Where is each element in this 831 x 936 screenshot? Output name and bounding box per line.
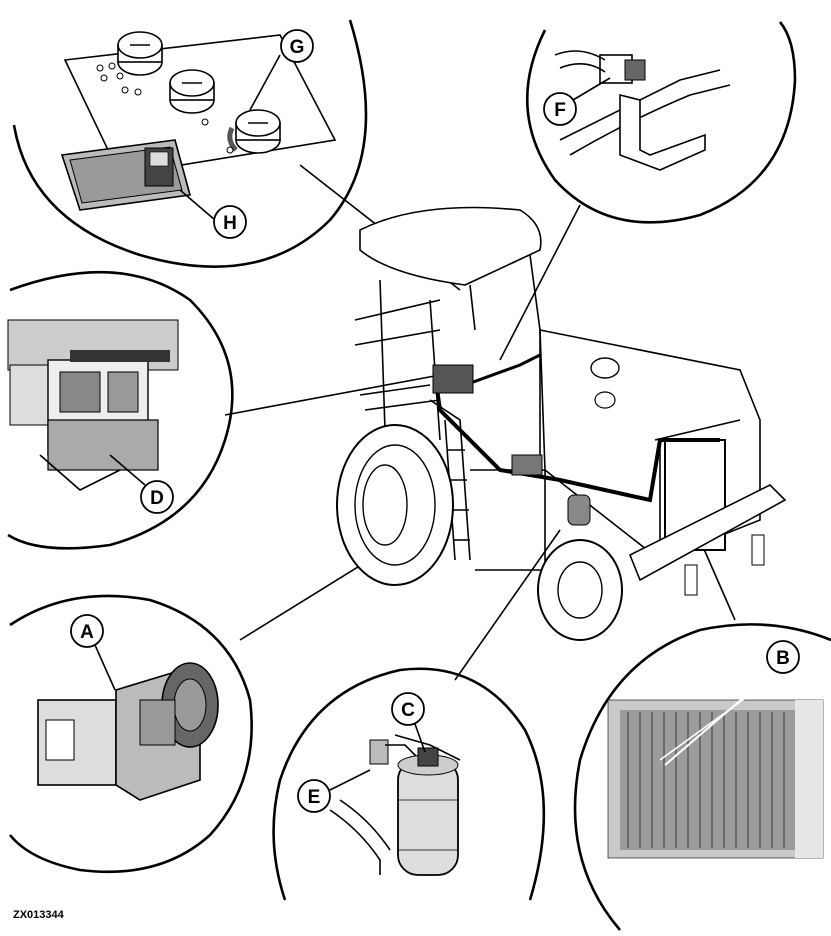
panel-indicator-dots bbox=[96, 62, 234, 154]
rocker-switch-illustration bbox=[60, 139, 192, 211]
temperature-knob-icon bbox=[117, 31, 163, 76]
callout-f-label: F bbox=[554, 100, 566, 121]
callout-h: H bbox=[179, 189, 247, 239]
callout-e: E bbox=[297, 769, 371, 813]
callout-h-label: H bbox=[223, 213, 237, 234]
detail-circle-a bbox=[8, 594, 253, 874]
callout-a-label: A bbox=[80, 622, 94, 643]
callout-f: F bbox=[543, 77, 611, 126]
pressure-switch-illustration bbox=[554, 50, 731, 171]
detail-circle-c-e bbox=[272, 667, 546, 901]
callout-a: A bbox=[70, 614, 116, 691]
callout-b-label: B bbox=[776, 648, 790, 669]
callout-c: C bbox=[391, 692, 426, 753]
mode-knob-icon bbox=[227, 109, 281, 154]
callout-g: G bbox=[249, 29, 314, 111]
detail-circle-b bbox=[573, 623, 831, 931]
receiver-dryer-illustration bbox=[329, 734, 461, 876]
figure-reference-number: ZX013344 bbox=[13, 909, 65, 921]
callout-b: B bbox=[664, 640, 800, 766]
fan-knob-icon bbox=[169, 69, 215, 114]
control-panel-illustration bbox=[63, 31, 337, 176]
callout-d: D bbox=[109, 454, 174, 514]
detail-circle-f bbox=[525, 21, 797, 224]
detail-circle-d bbox=[7, 270, 234, 550]
callout-c-label: C bbox=[401, 700, 415, 721]
evaporator-housing-illustration bbox=[7, 319, 179, 491]
callout-e-label: E bbox=[308, 787, 321, 808]
compressor-illustration bbox=[37, 662, 219, 801]
callout-d-label: D bbox=[150, 488, 164, 509]
detail-circle-g-h bbox=[12, 19, 368, 268]
callout-g-label: G bbox=[290, 37, 305, 58]
harvester-machine-illustration bbox=[336, 206, 787, 641]
condenser-photo bbox=[607, 679, 824, 859]
